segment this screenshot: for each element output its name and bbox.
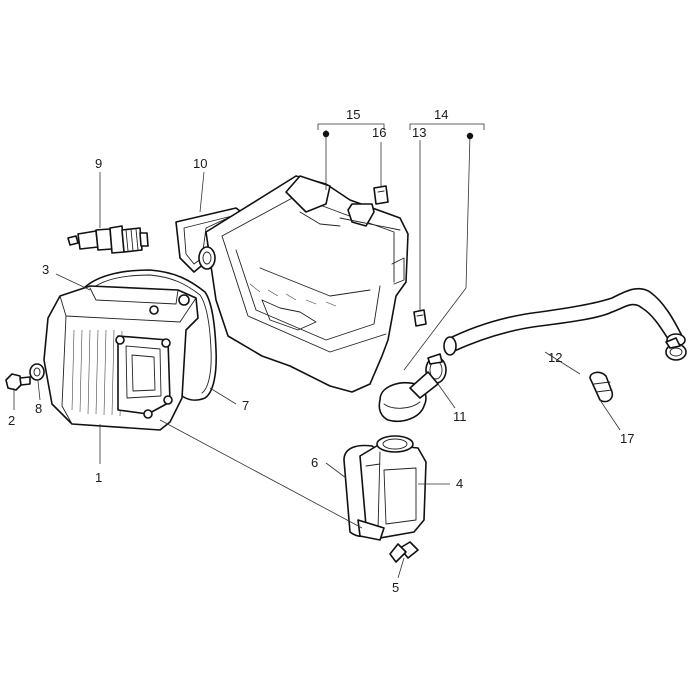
callout-10: 10 bbox=[193, 156, 207, 171]
callout-1: 1 bbox=[95, 470, 102, 485]
callout-14: 14 bbox=[434, 107, 448, 122]
leader-lines bbox=[13, 123, 621, 579]
callout-12: 12 bbox=[548, 350, 562, 365]
separator-screw bbox=[389, 541, 419, 563]
callout-8: 8 bbox=[35, 401, 42, 416]
hose-clamp-11b bbox=[665, 337, 687, 361]
callout-13: 13 bbox=[412, 125, 426, 140]
clip-13 bbox=[413, 309, 427, 327]
cover-bolt bbox=[5, 373, 31, 391]
callout-3: 3 bbox=[42, 262, 49, 277]
breather-separator bbox=[357, 435, 427, 541]
bullet-dots bbox=[322, 130, 474, 140]
valve-cover bbox=[43, 285, 199, 431]
pipe-clip bbox=[589, 371, 614, 403]
breather-boot bbox=[378, 371, 439, 422]
callout-5: 5 bbox=[392, 580, 399, 595]
callout-15: 15 bbox=[346, 107, 360, 122]
callout-9: 9 bbox=[95, 156, 102, 171]
clip-16 bbox=[373, 185, 389, 205]
breather-hose bbox=[443, 287, 686, 356]
callout-7: 7 bbox=[242, 398, 249, 413]
spark-plug bbox=[67, 225, 149, 254]
callout-4: 4 bbox=[456, 476, 463, 491]
callout-labels: 1 2 3 4 5 6 7 8 9 10 11 12 13 14 15 16 1… bbox=[8, 107, 634, 595]
callout-16: 16 bbox=[372, 125, 386, 140]
callout-17: 17 bbox=[620, 431, 634, 446]
air-box-housing bbox=[198, 175, 409, 393]
callout-2: 2 bbox=[8, 413, 15, 428]
sealing-washer bbox=[29, 363, 45, 381]
callout-6: 6 bbox=[311, 455, 318, 470]
callout-11: 11 bbox=[453, 409, 467, 424]
